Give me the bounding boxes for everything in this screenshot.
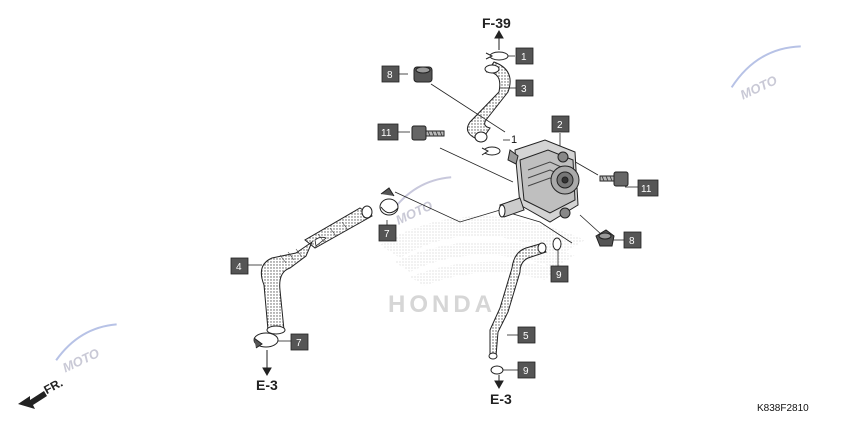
callout-label: 2 xyxy=(557,120,563,131)
callout-badge-3: 3 xyxy=(515,79,534,97)
callout-badge-9-lower: 9 xyxy=(517,361,536,379)
reference-e3-left: E-3 xyxy=(256,377,278,393)
watermark-text-1: MOTO xyxy=(738,73,779,103)
callout-label: 7 xyxy=(384,229,390,240)
callout-label: 7 xyxy=(296,338,302,349)
callout-label: 8 xyxy=(387,70,393,81)
callout-badge-1: 1 xyxy=(515,47,534,65)
part-hose-short xyxy=(488,242,547,360)
callout-label: 8 xyxy=(629,236,635,247)
part-clip-middle xyxy=(481,146,501,156)
part-valve-assembly xyxy=(498,139,580,223)
callout-label: 5 xyxy=(523,331,529,342)
callout-badge-2: 2 xyxy=(551,115,570,133)
moto-watermark-left: MOTO xyxy=(55,323,117,375)
callout-badge-11-left: 11 xyxy=(377,123,399,141)
part-hose-upper xyxy=(466,61,511,143)
part-clip-9-upper xyxy=(552,237,562,251)
callout-label: 9 xyxy=(556,270,562,281)
watermark-text-3: MOTO xyxy=(60,345,101,375)
callout-badge-7-upper: 7 xyxy=(378,224,397,242)
callout-badge-8-right: 8 xyxy=(623,231,642,249)
part-clip-top xyxy=(485,51,509,61)
part-clamp-upper xyxy=(379,187,399,216)
brand-watermark-text: HONDA xyxy=(388,291,496,318)
reference-arrows xyxy=(262,29,504,390)
reference-e3-right: E-3 xyxy=(490,391,512,407)
callout-label: 4 xyxy=(236,262,242,273)
callout-label: 1 xyxy=(521,52,527,63)
callout-label: 11 xyxy=(381,128,392,139)
callout-label: 11 xyxy=(641,184,652,195)
front-direction-marker: FR. xyxy=(18,376,65,409)
callout-badge-8-top: 8 xyxy=(381,65,400,83)
part-bolt-left xyxy=(411,125,445,141)
moto-watermark-top-right: MOTO xyxy=(730,45,801,103)
callout-badge-5: 5 xyxy=(517,326,536,344)
callout-label: 9 xyxy=(523,366,529,377)
part-clip-9-lower xyxy=(490,365,504,375)
callout-badge-9-upper: 9 xyxy=(550,265,569,283)
part-hose-long xyxy=(260,205,373,335)
leader-lines xyxy=(248,55,638,371)
part-grommet-right xyxy=(595,229,615,247)
diagram-code: K838F2810 xyxy=(757,403,809,414)
reference-f39: F-39 xyxy=(482,15,511,31)
part-clamp-lower xyxy=(253,332,279,349)
callout-badge-7-lower: 7 xyxy=(290,333,309,351)
loose-label-1: 1 xyxy=(511,134,517,146)
callout-label: 3 xyxy=(521,84,527,95)
part-grommet-top xyxy=(413,66,433,83)
callout-badge-11-right: 11 xyxy=(637,179,659,197)
callout-badge-4: 4 xyxy=(230,257,249,275)
part-bolt-right xyxy=(599,171,629,187)
